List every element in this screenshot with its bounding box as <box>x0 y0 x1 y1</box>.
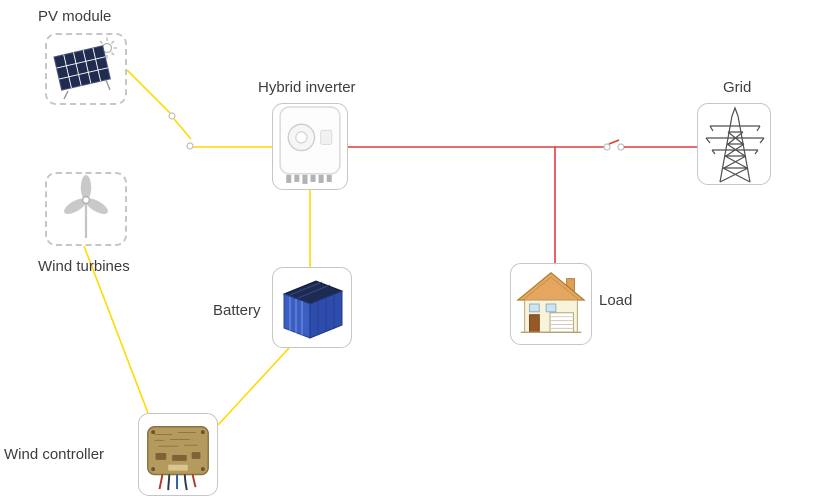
label-battery: Battery <box>213 302 261 319</box>
solar-panel-icon <box>53 37 117 100</box>
node-battery <box>272 267 352 348</box>
node-wind-turbines <box>45 172 127 246</box>
pv-switch-contact-top <box>168 112 176 120</box>
battery-pack-icon <box>282 280 344 339</box>
grid-switch-contact-left <box>603 143 611 151</box>
transmission-tower-icon <box>705 106 765 183</box>
label-pv-module: PV module <box>38 8 112 25</box>
grid-switch-blade <box>608 139 620 145</box>
controller-board-icon <box>147 425 209 491</box>
wire-pv-to-switch <box>126 69 171 114</box>
wire-battery-to-controller <box>217 347 290 426</box>
inverter-device-icon <box>279 106 341 184</box>
house-icon <box>516 272 586 333</box>
wind-turbine-icon <box>64 175 108 238</box>
controller-wires <box>158 474 197 491</box>
label-grid: Grid <box>723 79 752 96</box>
label-load: Load <box>599 292 633 309</box>
grid-switch-contact-right <box>617 143 625 151</box>
label-hybrid-inverter: Hybrid inverter <box>258 79 356 96</box>
node-wind-controller <box>138 413 218 496</box>
node-load <box>510 263 592 345</box>
node-pv-module <box>45 33 127 105</box>
label-wind-controller: Wind controller <box>4 446 105 463</box>
label-wind-turbines: Wind turbines <box>38 258 130 275</box>
node-hybrid-inverter <box>272 103 348 190</box>
wire-turbines-to-controller <box>83 245 149 414</box>
node-grid <box>697 103 771 185</box>
pv-switch-blade <box>173 118 192 140</box>
pv-switch-contact-bottom <box>186 142 194 150</box>
